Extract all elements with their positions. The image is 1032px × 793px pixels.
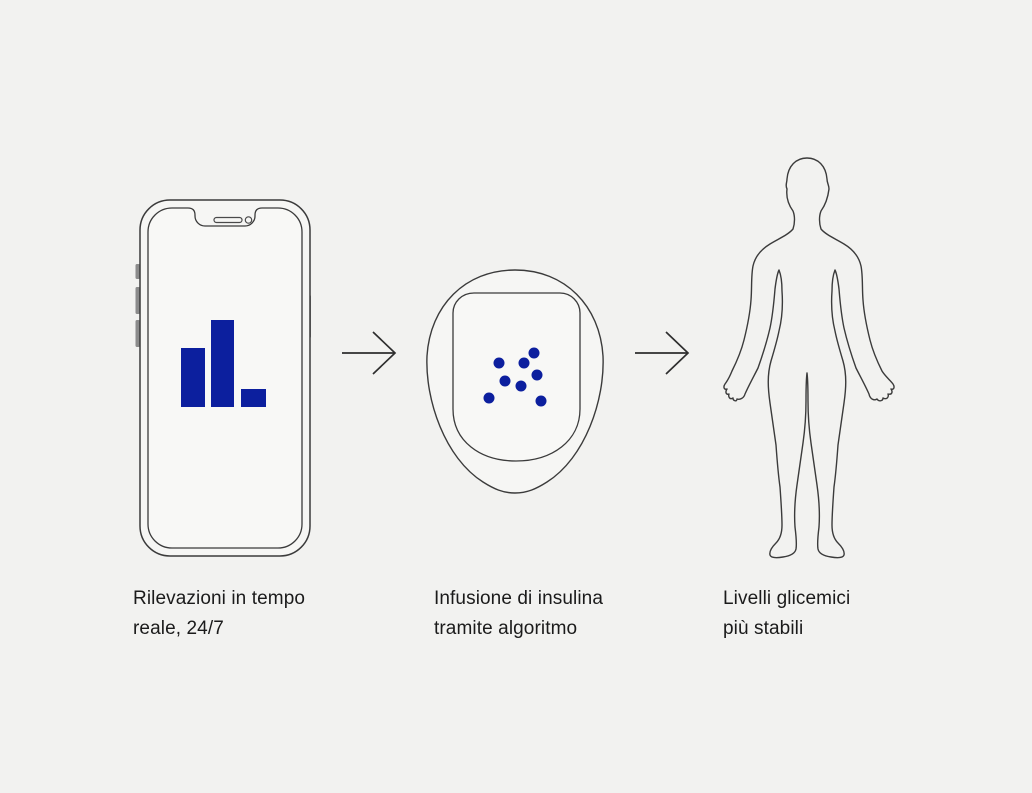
insulin-pod-icon	[424, 268, 607, 498]
caption-line: tramite algoritmo	[434, 618, 578, 639]
insulin-dots	[483, 347, 547, 407]
caption-line: Infusione di insulina	[434, 588, 603, 609]
phone-volume-down-button	[135, 320, 140, 347]
caption-line: reale, 24/7	[133, 618, 224, 639]
caption-realtime-readings: Rilevazioni in tempo reale, 24/7	[133, 584, 305, 644]
phone-mute-switch	[135, 264, 140, 279]
caption-line: più stabili	[723, 618, 804, 639]
phone-camera	[244, 216, 253, 224]
pod-window	[452, 292, 581, 462]
phone-speaker	[213, 216, 243, 224]
caption-line: Livelli glicemici	[723, 588, 851, 609]
smartphone-svg	[135, 199, 311, 557]
arrow-right-icon	[340, 330, 398, 376]
human-body-icon	[716, 154, 898, 562]
body-outline	[723, 157, 895, 559]
caption-line: Rilevazioni in tempo	[133, 588, 306, 609]
bar-3	[241, 389, 266, 407]
bar-1	[181, 348, 205, 407]
human-body-svg	[723, 157, 895, 559]
caption-algorithm-infusion: Infusione di insulina tramite algoritmo	[434, 584, 603, 644]
caption-stable-glucose: Livelli glicemici più stabili	[723, 584, 850, 644]
bar-2	[211, 320, 234, 407]
arrow-right-icon	[633, 330, 691, 376]
insulin-pod-svg	[426, 269, 604, 494]
phone-volume-up-button	[135, 287, 140, 314]
bar-chart-icon	[181, 320, 266, 407]
smartphone-bar-chart-icon	[134, 198, 312, 558]
